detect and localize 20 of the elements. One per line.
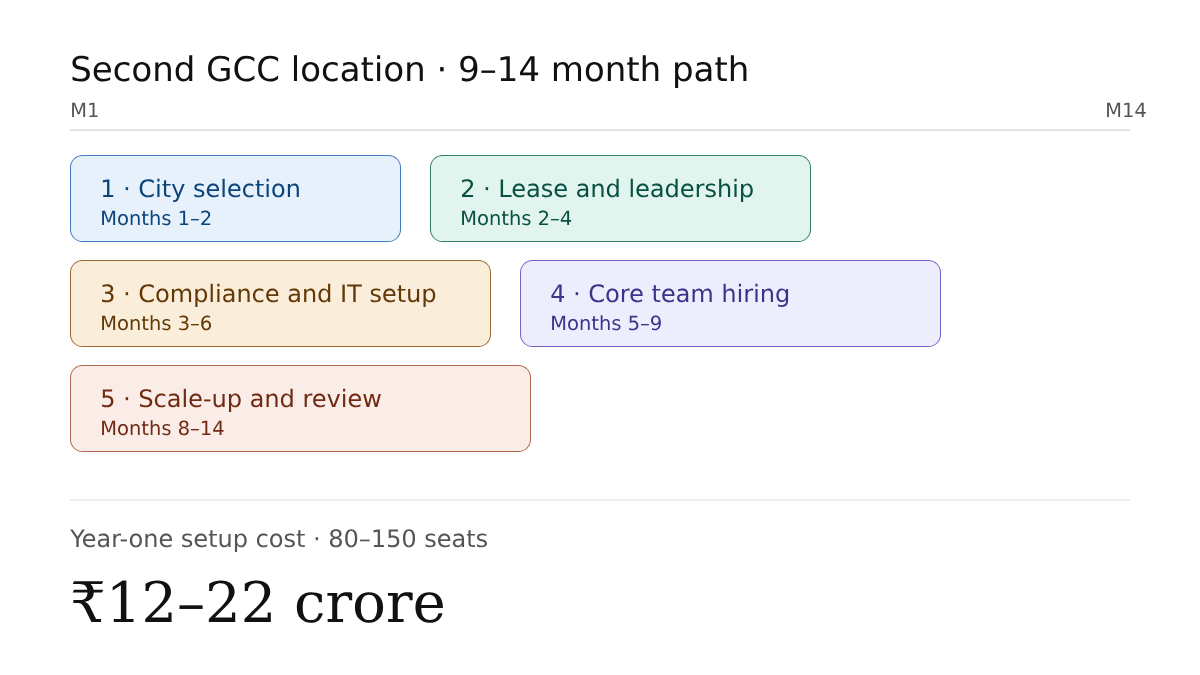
phase-box bbox=[70, 155, 401, 242]
phase-title: 4 · Core team hiring bbox=[551, 283, 789, 307]
cost-figure: ₹12–22 crore bbox=[72, 580, 443, 623]
axis-label: M1 bbox=[72, 102, 98, 117]
phase-box bbox=[70, 260, 491, 347]
phase-title: 1 · City selection bbox=[102, 178, 299, 202]
title: Second GCC location · 9–14 month path bbox=[72, 55, 747, 89]
phase-box bbox=[70, 365, 531, 452]
phase-months: Months 1–2 bbox=[102, 210, 211, 226]
phase-title: 2 · Lease and leadership bbox=[461, 178, 753, 202]
phase-months: Months 8–14 bbox=[102, 420, 224, 436]
phase-box bbox=[430, 155, 811, 242]
phase-box bbox=[520, 260, 941, 347]
axis-label: M14 bbox=[1107, 102, 1146, 117]
phase-months: Months 3–6 bbox=[102, 315, 211, 331]
cost-caption: Year-one setup cost · 80–150 seats bbox=[70, 529, 487, 552]
phase-months: Months 5–9 bbox=[552, 315, 661, 331]
phase-title: 5 · Scale-up and review bbox=[102, 388, 381, 412]
phase-months: Months 2–4 bbox=[462, 210, 572, 226]
phase-title: 3 · Compliance and IT setup bbox=[102, 283, 436, 307]
